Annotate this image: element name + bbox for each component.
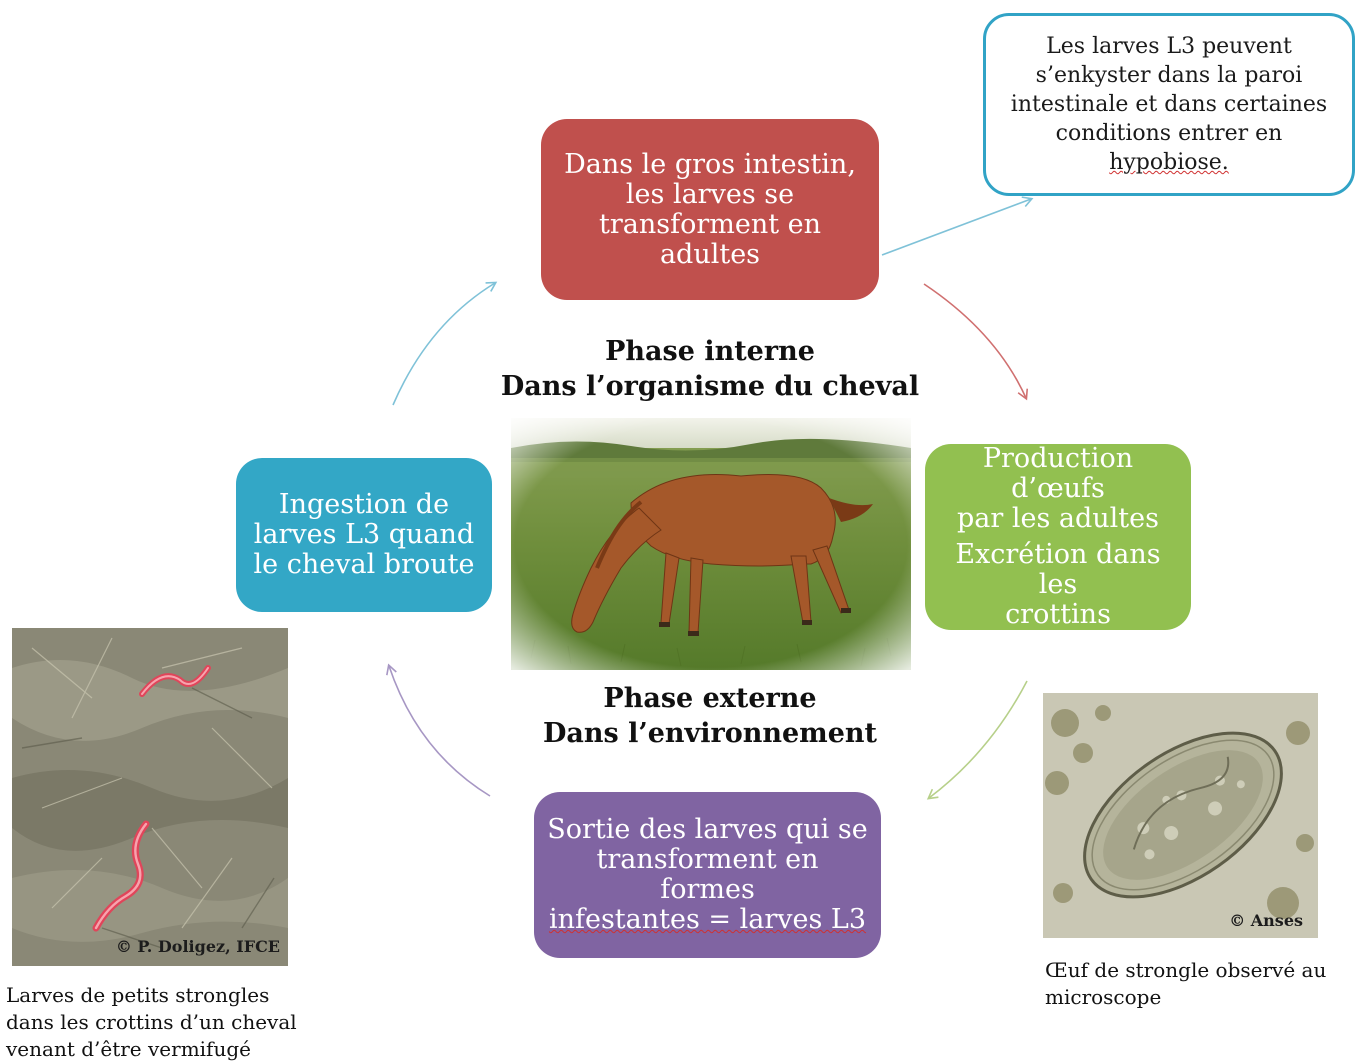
callout-text: intestinale et dans certaines xyxy=(1011,90,1327,119)
stage-adults-in-intestine: Dans le gros intestin, les larves se tra… xyxy=(541,119,879,300)
stage-text: crottins xyxy=(1005,600,1111,630)
phase-subtitle: Dans l’environnement xyxy=(470,716,950,751)
larvae-photo-caption: Larves de petits strongles dans les crot… xyxy=(6,982,306,1063)
stage-text: le cheval broute xyxy=(254,550,475,580)
callout-text: Les larves L3 peuvent xyxy=(1046,32,1292,61)
stage-text: par les adultes xyxy=(957,504,1159,534)
egg-photo-caption: Œuf de strongle observé au microscope xyxy=(1045,957,1345,1011)
stage-larvae-exit: Sortie des larves qui se transforment en… xyxy=(534,792,881,958)
photo-credit: © Anses xyxy=(1229,911,1303,930)
stage-text: Dans le gros intestin, xyxy=(564,150,856,180)
phase-external-label: Phase externe Dans l’environnement xyxy=(470,681,950,751)
photo-credit: © P. Doligez, IFCE xyxy=(116,937,280,956)
callout-text: hypobiose. xyxy=(1109,148,1229,177)
phase-title: Phase interne xyxy=(470,334,950,369)
stage-text: Ingestion de xyxy=(279,490,449,520)
caption-line: venant d’être vermifugé xyxy=(6,1036,306,1063)
stage-text: infestantes = larves L3 xyxy=(549,905,866,935)
phase-title: Phase externe xyxy=(470,681,950,716)
stage-egg-production: Production d’œufs par les adultes Excrét… xyxy=(925,444,1191,630)
grazing-horse-photo xyxy=(511,418,911,670)
stage-text: Production d’œufs xyxy=(937,444,1179,504)
callout-text: conditions entrer en xyxy=(1056,119,1283,148)
stage-text: transforment en formes xyxy=(546,845,869,905)
strongyle-egg-micrograph: © Anses xyxy=(1043,693,1318,938)
stage-text: Excrétion dans les xyxy=(937,540,1179,600)
arrow-top-to-callout xyxy=(882,199,1031,255)
caption-line: microscope xyxy=(1045,984,1345,1011)
stage-text: les larves se xyxy=(626,180,794,210)
stage-ingestion: Ingestion de larves L3 quand le cheval b… xyxy=(236,458,492,612)
phase-internal-label: Phase interne Dans l’organisme du cheval xyxy=(470,334,950,404)
callout-text: s’enkyster dans la paroi xyxy=(1036,61,1303,90)
stage-text: larves L3 quand xyxy=(254,520,474,550)
caption-line: Larves de petits strongles xyxy=(6,982,306,1009)
stage-text: Sortie des larves qui se xyxy=(547,815,867,845)
larvae-in-dung-photo: © P. Doligez, IFCE xyxy=(12,628,288,966)
caption-line: Œuf de strongle observé au xyxy=(1045,957,1345,984)
stage-text: transforment en adultes xyxy=(553,210,867,270)
phase-subtitle: Dans l’organisme du cheval xyxy=(470,369,950,404)
caption-line: dans les crottins d’un cheval xyxy=(6,1009,306,1036)
hypobiosis-callout: Les larves L3 peuvent s’enkyster dans la… xyxy=(983,13,1355,196)
